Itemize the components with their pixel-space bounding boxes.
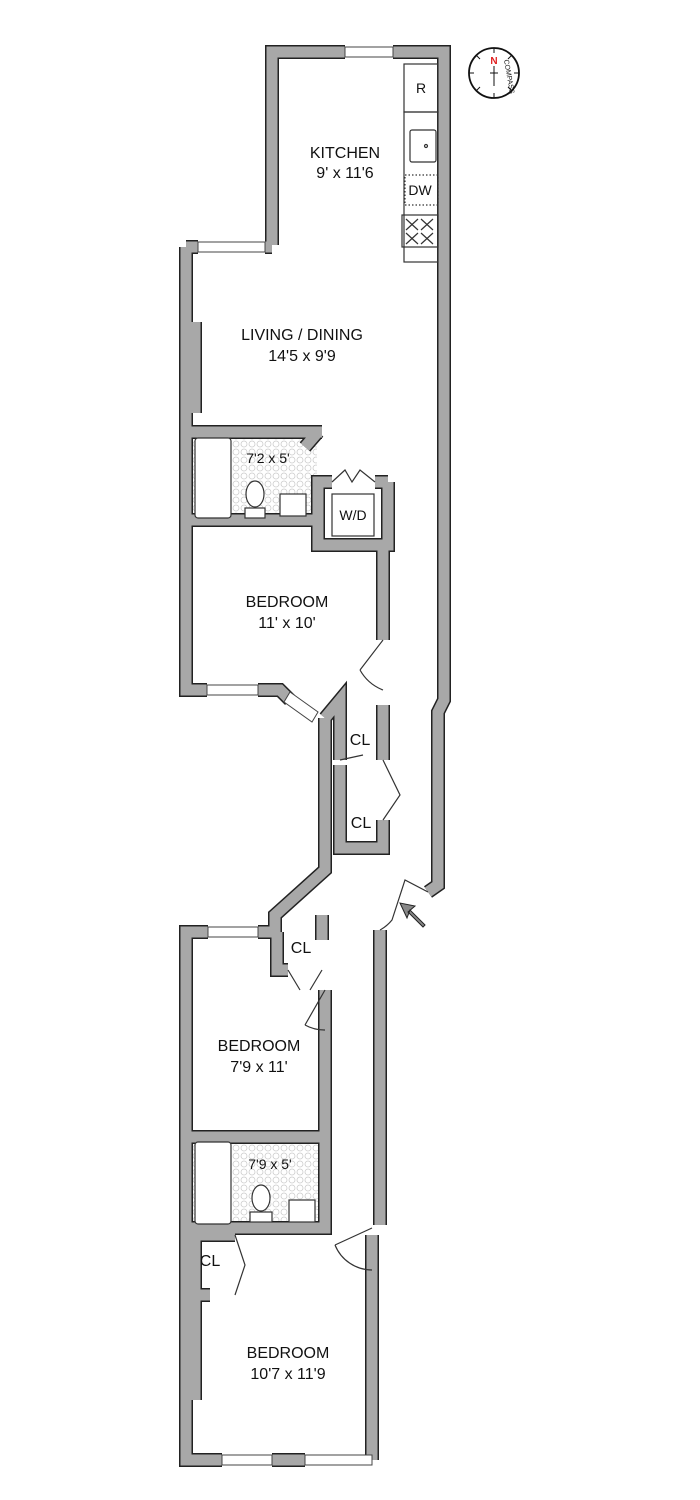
toilet-icon xyxy=(245,480,265,508)
bedroom2-size: 7'9 x 11' xyxy=(230,1059,287,1076)
fridge-label: R xyxy=(416,80,426,96)
doors xyxy=(234,469,429,1296)
kitchen-counter xyxy=(401,63,439,263)
bedroom1-size: 11' x 10' xyxy=(258,615,315,632)
entry-arrow-icon xyxy=(399,902,426,928)
bathtub-icon xyxy=(194,437,232,519)
bath1-size: 7'2 x 5' xyxy=(246,450,289,466)
living-size: 14'5 x 9'9 xyxy=(268,348,336,365)
closet2-label: CL xyxy=(351,815,372,832)
bathtub-icon xyxy=(194,1141,232,1225)
bedroom2-name: BEDROOM xyxy=(218,1038,301,1055)
dishwasher-label: DW xyxy=(408,182,432,198)
windows xyxy=(197,46,394,1466)
washer-dryer xyxy=(331,493,375,537)
sink-icon xyxy=(279,493,307,517)
kitchen-name: KITCHEN xyxy=(310,145,380,162)
bedroom1-name: BEDROOM xyxy=(246,594,329,611)
stove-icon xyxy=(401,214,439,248)
bedroom3-name: BEDROOM xyxy=(247,1345,330,1362)
bath1-fixtures xyxy=(194,437,375,537)
toilet-icon xyxy=(251,1184,271,1212)
closet4-label: CL xyxy=(200,1253,221,1270)
walls xyxy=(179,45,451,1467)
sink-icon xyxy=(288,1199,316,1223)
sink-icon xyxy=(409,129,437,163)
bedroom3-size: 10'7 x 11'9 xyxy=(250,1366,325,1383)
bath2-size: 7'9 x 5' xyxy=(248,1156,291,1172)
compass-north: N xyxy=(490,56,497,67)
closet1-label: CL xyxy=(350,732,371,749)
bath2-fixtures xyxy=(194,1141,316,1225)
closet3-label: CL xyxy=(291,940,312,957)
living-name: LIVING / DINING xyxy=(241,327,363,344)
compass-icon: N COMPASS xyxy=(468,47,520,99)
kitchen-size: 9' x 11'6 xyxy=(316,165,374,182)
wd-label: W/D xyxy=(339,507,366,523)
